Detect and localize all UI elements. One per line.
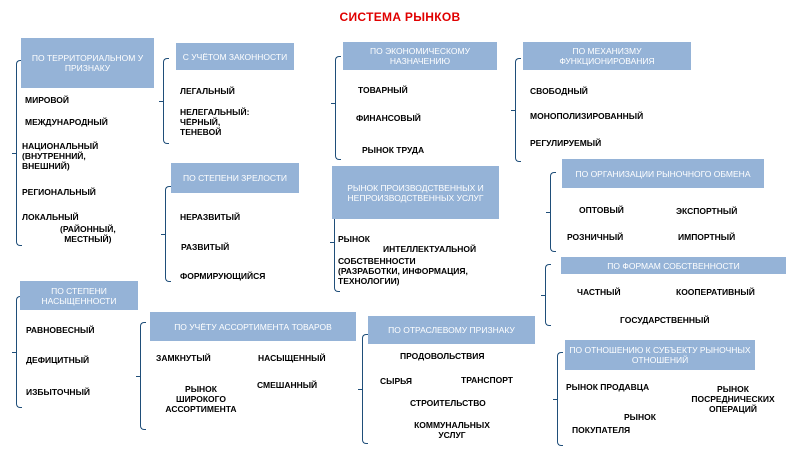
header-legality: С УЧЁТОМ ЗАКОННОСТИ xyxy=(176,43,294,70)
item-world: МИРОВОЙ xyxy=(25,95,70,105)
bracket-saturation-tip xyxy=(12,352,16,353)
item-retail: РОЗНИЧНЫЙ xyxy=(567,232,624,242)
item-export: ЭКСПОРТНЫЙ xyxy=(676,206,738,216)
item-illegal: НЕЛЕГАЛЬНЫЙ: ЧЁРНЫЙ, ТЕНЕВОЙ xyxy=(180,107,250,137)
bracket-ownership xyxy=(545,264,551,326)
bracket-exchange xyxy=(550,172,556,252)
bracket-production-tip xyxy=(330,242,334,243)
header-mechanism: ПО МЕХАНИЗМУ ФУНКЦИОНИРОВАНИЯ xyxy=(523,42,691,70)
bracket-saturation xyxy=(16,296,22,408)
header-assortment: ПО УЧЁТУ АССОРТИМЕНТА ТОВАРОВ xyxy=(150,312,356,341)
header-legality-text: С УЧЁТОМ ЗАКОННОСТИ xyxy=(182,51,288,62)
item-goods: ТОВАРНЫЙ xyxy=(358,85,408,95)
bracket-assortment-tip xyxy=(136,376,140,377)
bracket-maturity xyxy=(165,186,171,282)
item-monopolized: МОНОПОЛИЗИРОВАННЫЙ xyxy=(530,111,644,121)
item-legal: ЛЕГАЛЬНЫЙ xyxy=(180,86,235,96)
bracket-legality-tip xyxy=(159,101,163,102)
header-exchange-text: ПО ОРГАНИЗАЦИИ РЫНОЧНОГО ОБМЕНА xyxy=(575,168,751,179)
header-ownership: ПО ФОРМАМ СОБСТВЕННОСТИ xyxy=(561,257,786,274)
item-state: ГОСУДАРСТВЕННЫЙ xyxy=(620,315,710,325)
bracket-subject-tip xyxy=(553,399,557,400)
bracket-mechanism xyxy=(515,58,521,162)
bracket-subject xyxy=(557,352,563,446)
bracket-sectoral xyxy=(362,334,368,444)
item-mixed: СМЕШАННЫЙ xyxy=(257,380,318,390)
item-food: ПРОДОВОЛЬСТВИЯ xyxy=(400,351,485,361)
bracket-legality xyxy=(163,58,169,144)
bracket-economic xyxy=(335,56,341,160)
item-intellectual: ИНТЕЛЛЕКТУАЛЬНОЙ xyxy=(383,244,477,254)
item-developed: РАЗВИТЫЙ xyxy=(181,242,230,252)
item-wide-assortment: РЫНОК ШИРОКОГО АССОРТИМЕНТА xyxy=(165,384,237,414)
item-private: ЧАСТНЫЙ xyxy=(577,287,621,297)
item-national: НАЦИОНАЛЬНЫЙ (ВНУТРЕННИЙ, ВНЕШНИЙ) xyxy=(22,141,99,171)
item-regional: РЕГИОНАЛЬНЫЙ xyxy=(22,187,96,197)
item-forming: ФОРМИРУЮЩИЙСЯ xyxy=(180,271,266,281)
item-surplus: ИЗБЫТОЧНЫЙ xyxy=(26,387,90,397)
item-import: ИМПОРТНЫЙ xyxy=(678,232,736,242)
item-intermediary: РЫНОК ПОСРЕДНИЧЕСКИХ ОПЕРАЦИЙ xyxy=(691,384,775,414)
header-sectoral-text: ПО ОТРАСЛЕВОМУ ПРИЗНАКУ xyxy=(388,325,515,335)
item-free: СВОБОДНЫЙ xyxy=(530,86,588,96)
item-raw: СЫРЬЯ xyxy=(380,376,413,386)
item-regulated: РЕГУЛИРУЕМЫЙ xyxy=(530,138,602,148)
header-maturity: ПО СТЕПЕНИ ЗРЕЛОСТИ xyxy=(171,163,299,193)
bracket-assortment xyxy=(140,322,146,430)
item-deficit: ДЕФИЦИТНЫЙ xyxy=(26,355,90,365)
bracket-ownership-tip xyxy=(541,295,545,296)
page-title: СИСТЕМА РЫНКОВ xyxy=(339,10,461,24)
item-labor: РЫНОК ТРУДА xyxy=(362,145,425,155)
item-seller-market: РЫНОК ПРОДАВЦА xyxy=(566,382,650,392)
header-assortment-text: ПО УЧЁТУ АССОРТИМЕНТА ТОВАРОВ xyxy=(174,321,332,332)
header-saturation-text: ПО СТЕПЕНИ НАСЫЩЕННОСТИ xyxy=(41,285,117,306)
item-undeveloped: НЕРАЗВИТЫЙ xyxy=(180,212,241,222)
item-local: ЛОКАЛЬНЫЙ xyxy=(22,212,79,222)
item-international: МЕЖДУНАРОДНЫЙ xyxy=(25,117,108,127)
bracket-territorial-tip xyxy=(12,153,16,154)
header-subject: ПО ОТНОШЕНИЮ К СУБЪЕКТУ РЫНОЧНЫХ ОТНОШЕН… xyxy=(565,340,755,370)
header-production: РЫНОК ПРОИЗВОДСТВЕННЫХ И НЕПРОИЗВОДСТВЕН… xyxy=(332,166,499,219)
item-property: СОБСТВЕННОСТИ (РАЗРАБОТКИ, ИНФОРМАЦИЯ, Т… xyxy=(338,256,468,286)
item-market: РЫНОК xyxy=(338,234,370,244)
header-subject-text: ПО ОТНОШЕНИЮ К СУБЪЕКТУ РЫНОЧНЫХ ОТНОШЕН… xyxy=(569,345,751,365)
item-buyer-market-cont: ПОКУПАТЕЛЯ xyxy=(572,425,631,435)
header-exchange: ПО ОРГАНИЗАЦИИ РЫНОЧНОГО ОБМЕНА xyxy=(562,159,764,188)
item-buyer-market: РЫНОК xyxy=(624,412,656,422)
header-mechanism-text: ПО МЕХАНИЗМУ ФУНКЦИОНИРОВАНИЯ xyxy=(559,46,655,66)
header-saturation: ПО СТЕПЕНИ НАСЫЩЕННОСТИ xyxy=(20,281,138,310)
header-sectoral: ПО ОТРАСЛЕВОМУ ПРИЗНАКУ xyxy=(368,316,535,344)
header-territorial: ПО ТЕРРИТОРИАЛЬНОМ У ПРИЗНАКУ xyxy=(21,38,154,88)
header-economic-text: ПО ЭКОНОМИЧЕСКОМУ НАЗНАЧЕНИЮ xyxy=(369,46,471,66)
item-closed: ЗАМКНУТЫЙ xyxy=(156,353,211,363)
item-wholesale: ОПТОВЫЙ xyxy=(579,205,624,215)
bracket-maturity-tip xyxy=(161,234,165,235)
header-territorial-text: ПО ТЕРРИТОРИАЛЬНОМ У ПРИЗНАКУ xyxy=(31,53,144,73)
header-production-text: РЫНОК ПРОИЗВОДСТВЕННЫХ И НЕПРОИЗВОДСТВЕН… xyxy=(347,182,484,203)
item-utilities: КОММУНАЛЬНЫХ УСЛУГ xyxy=(414,420,490,440)
header-economic: ПО ЭКОНОМИЧЕСКОМУ НАЗНАЧЕНИЮ xyxy=(343,42,497,70)
bracket-mechanism-tip xyxy=(511,110,515,111)
bracket-sectoral-tip xyxy=(358,389,362,390)
item-local-detail: (РАЙОННЫЙ, МЕСТНЫЙ) xyxy=(60,224,116,244)
header-maturity-text: ПО СТЕПЕНИ ЗРЕЛОСТИ xyxy=(182,173,287,183)
bracket-economic-tip xyxy=(331,103,335,104)
item-financial: ФИНАНСОВЫЙ xyxy=(356,113,421,123)
item-construction: СТРОИТЕЛЬСТВО xyxy=(410,398,486,408)
item-transport: ТРАНСПОРТ xyxy=(461,375,514,385)
header-ownership-text: ПО ФОРМАМ СОБСТВЕННОСТИ xyxy=(607,260,740,271)
item-cooperative: КООПЕРАТИВНЫЙ xyxy=(676,287,755,297)
item-equilibrium: РАВНОВЕСНЫЙ xyxy=(26,325,95,335)
bracket-exchange-tip xyxy=(546,212,550,213)
item-saturated: НАСЫЩЕННЫЙ xyxy=(258,353,326,363)
bracket-territorial xyxy=(16,60,22,246)
